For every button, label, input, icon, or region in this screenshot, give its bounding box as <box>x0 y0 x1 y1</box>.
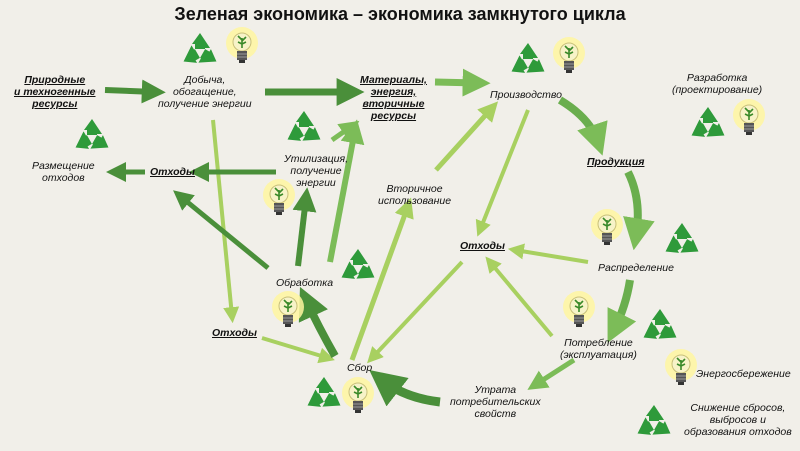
arrow-production-to-waste-center <box>475 109 530 237</box>
arrow-waste-bottom-to-collection <box>261 336 335 364</box>
node-waste-bottom: Отходы <box>212 327 257 339</box>
light-bulb-icon <box>272 290 304 328</box>
node-collection: Сбор <box>347 362 373 374</box>
arrow-loss-to-collection <box>369 370 441 407</box>
node-secondary-use: Вторичное использование <box>378 183 452 207</box>
arrow-products-to-distribution <box>623 170 655 251</box>
recycle-icon <box>506 43 549 81</box>
recycle-icon <box>178 33 221 71</box>
node-waste-left: Отходы <box>150 166 195 178</box>
arrow-secondary-use-to-production <box>434 101 499 172</box>
arrow-distribution-to-consumption <box>607 279 637 343</box>
page-title: Зеленая экономика – экономика замкнутого… <box>174 4 626 24</box>
arrow-collection-to-processing <box>298 286 339 358</box>
arrow-collection-to-secondary-use <box>349 197 414 361</box>
arrow-distribution-to-waste-center <box>507 243 589 264</box>
light-bulb-icon <box>342 376 374 414</box>
arrow-processing-to-utilization <box>292 187 317 267</box>
recycle-icon <box>686 107 729 145</box>
node-materials: Материалы, энергия, вторичные ресурсы <box>360 74 427 122</box>
arrow-production-to-products <box>557 96 608 156</box>
light-bulb-icon <box>665 348 697 386</box>
light-bulb-icon <box>591 208 623 246</box>
light-bulb-icon <box>553 36 585 74</box>
recycle-icon <box>336 249 379 287</box>
node-reduction: Снижение сбросов, выбросов и образования… <box>684 402 792 438</box>
recycle-icon <box>302 377 345 415</box>
recycle-icon <box>660 223 703 261</box>
arrow-waste-center-to-collection <box>367 260 464 364</box>
arrow-utilization-to-materials <box>330 120 360 143</box>
light-bulb-icon <box>563 290 595 328</box>
node-loss: Утрата потребительских свойств <box>450 384 541 420</box>
node-distribution: Распределение <box>598 262 674 274</box>
node-design: Разработка (проектирование) <box>672 72 763 96</box>
light-bulb-icon <box>226 26 258 64</box>
arrow-consumption-to-loss <box>527 357 576 390</box>
node-production: Производство <box>490 89 562 101</box>
arrow-resources-to-extraction <box>104 79 166 104</box>
node-energy-saving: Энергосбережение <box>696 368 791 380</box>
node-processing: Обработка <box>276 277 334 289</box>
node-waste-center: Отходы <box>460 240 505 252</box>
node-placement: Размещение отходов <box>32 160 95 184</box>
recycle-icon <box>632 405 675 443</box>
node-natural-resources: Природные и техногенные ресурсы <box>14 74 96 110</box>
arrow-materials-to-production <box>434 68 491 97</box>
recycle-icon <box>638 309 681 347</box>
recycle-icon <box>282 111 325 149</box>
node-extraction: Добыча, обогащение, получение энергии <box>158 74 252 110</box>
arrow-processing-to-materials <box>327 119 365 263</box>
arrow-processing-to-waste-left <box>173 190 270 270</box>
recycle-icon <box>70 119 113 157</box>
node-consumption: Потребление (эксплуатация) <box>560 337 637 361</box>
arrow-extraction-to-waste-bottom <box>211 119 240 324</box>
node-utilization: Утилизация, получение энергии <box>284 153 349 189</box>
node-products: Продукция <box>587 156 645 168</box>
light-bulb-icon <box>733 98 765 136</box>
arrow-consumption-to-waste-center <box>485 256 554 338</box>
